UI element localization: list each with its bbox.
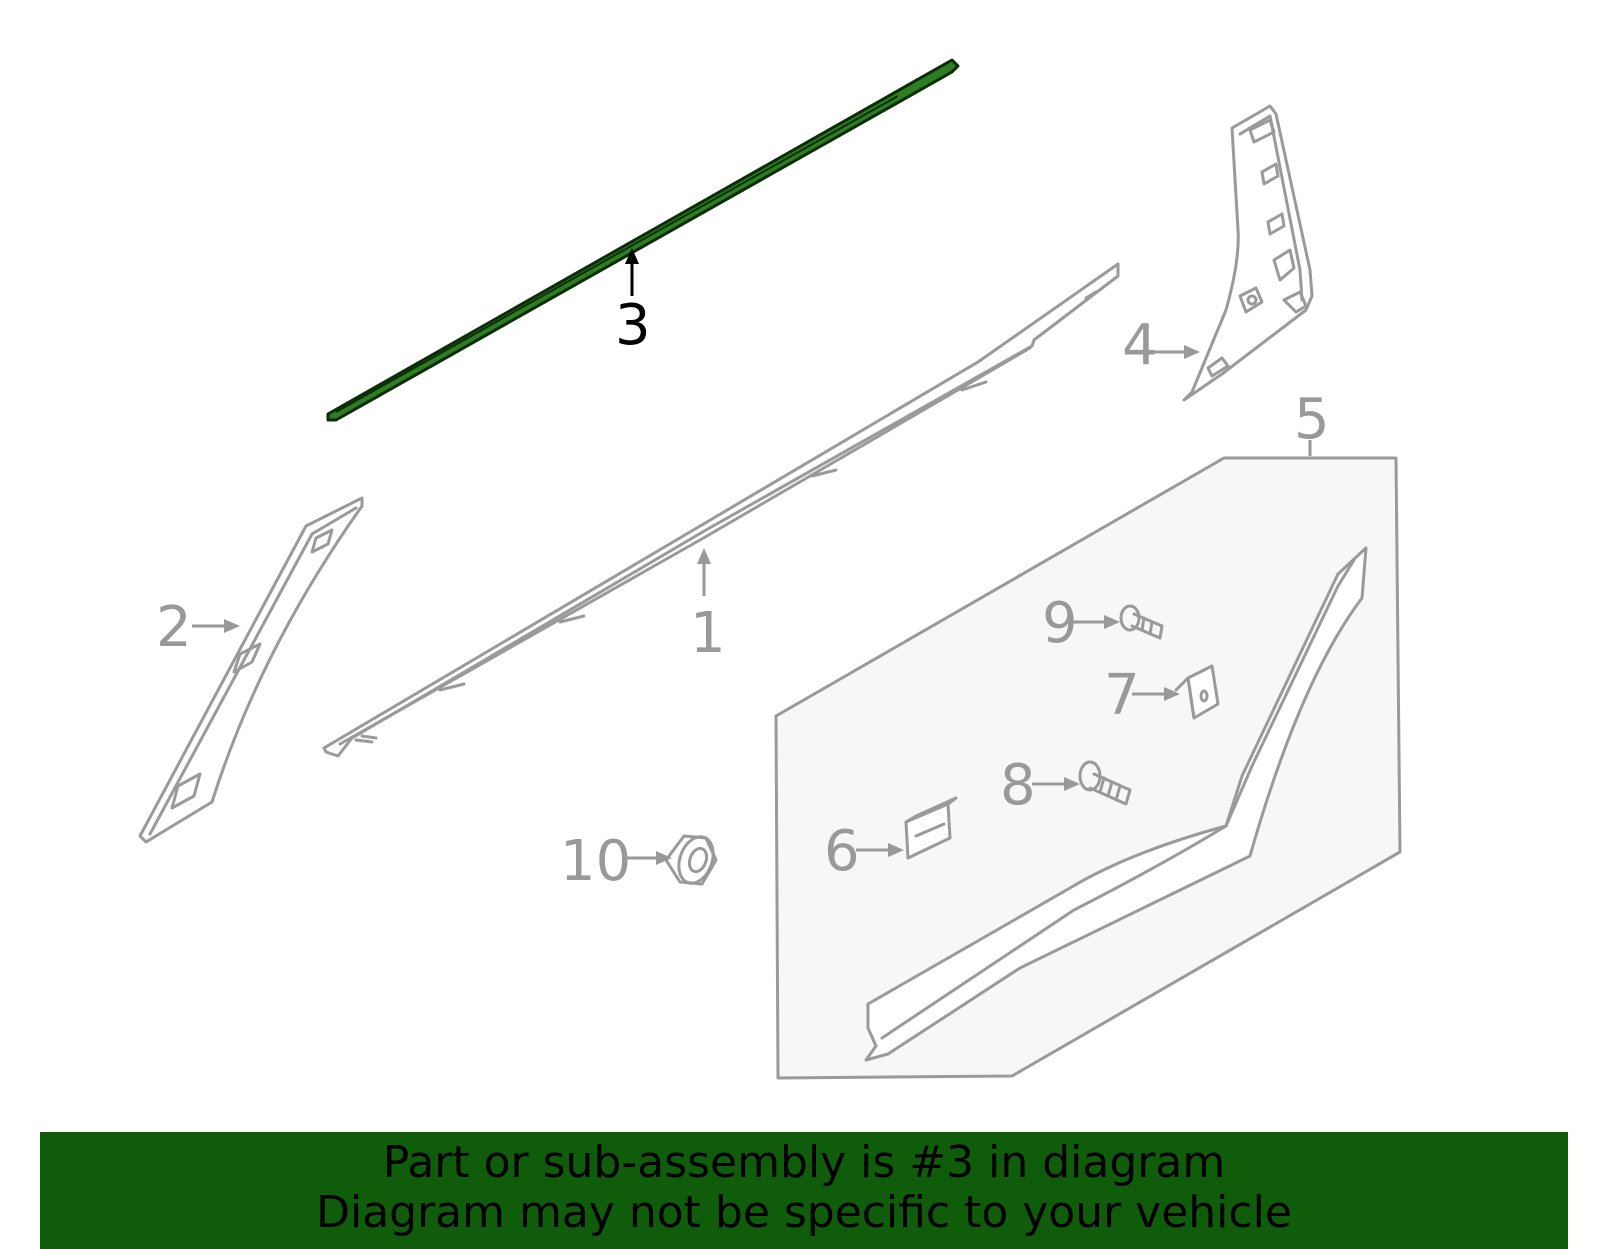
callout-9-label: 9 <box>1042 591 1078 656</box>
callout-7-arrow <box>1132 687 1180 701</box>
part-2-pillar-trim[interactable] <box>138 496 364 844</box>
callout-6-arrow <box>856 843 904 857</box>
callout-8-label: 8 <box>1000 753 1036 818</box>
callout-2-label: 2 <box>156 595 192 660</box>
callout-10-label: 10 <box>560 829 631 894</box>
callout-2-arrow <box>192 619 240 633</box>
banner-line-1: Part or sub-assembly is #3 in diagram <box>382 1137 1226 1188</box>
callout-6-label: 6 <box>824 819 860 884</box>
callout-1-label: 1 <box>690 601 726 666</box>
callout-9-arrow <box>1072 615 1120 629</box>
part-10-nut[interactable] <box>664 832 719 888</box>
banner-line-2: Diagram may not be specific to your vehi… <box>316 1187 1292 1238</box>
part-1-roof-molding[interactable] <box>322 262 1120 758</box>
callout-5-label: 5 <box>1294 387 1330 452</box>
callout-1-arrow <box>697 548 711 596</box>
callout-3-label: 3 <box>615 293 651 358</box>
callout-7-label: 7 <box>1104 663 1140 728</box>
part-8-screw[interactable] <box>1078 760 1132 806</box>
callout-10-arrow <box>624 851 672 865</box>
part-9-bolt[interactable] <box>1119 604 1164 640</box>
part-3-molding-highlighted[interactable] <box>326 58 960 422</box>
callout-4-label: 4 <box>1122 313 1158 378</box>
info-banner: Part or sub-assembly is #3 in diagram Di… <box>40 1132 1568 1249</box>
part-4-pillar-trim[interactable] <box>1182 104 1314 402</box>
callout-8-arrow <box>1032 777 1080 791</box>
part-7-nut-clip[interactable] <box>1174 664 1220 720</box>
part-5-kit-box[interactable] <box>774 440 1402 1080</box>
part-6-clip[interactable] <box>904 796 958 860</box>
callout-3-arrow <box>625 248 639 296</box>
part-5-rocker-molding[interactable] <box>864 546 1368 1062</box>
callout-4-arrow <box>1150 345 1200 359</box>
